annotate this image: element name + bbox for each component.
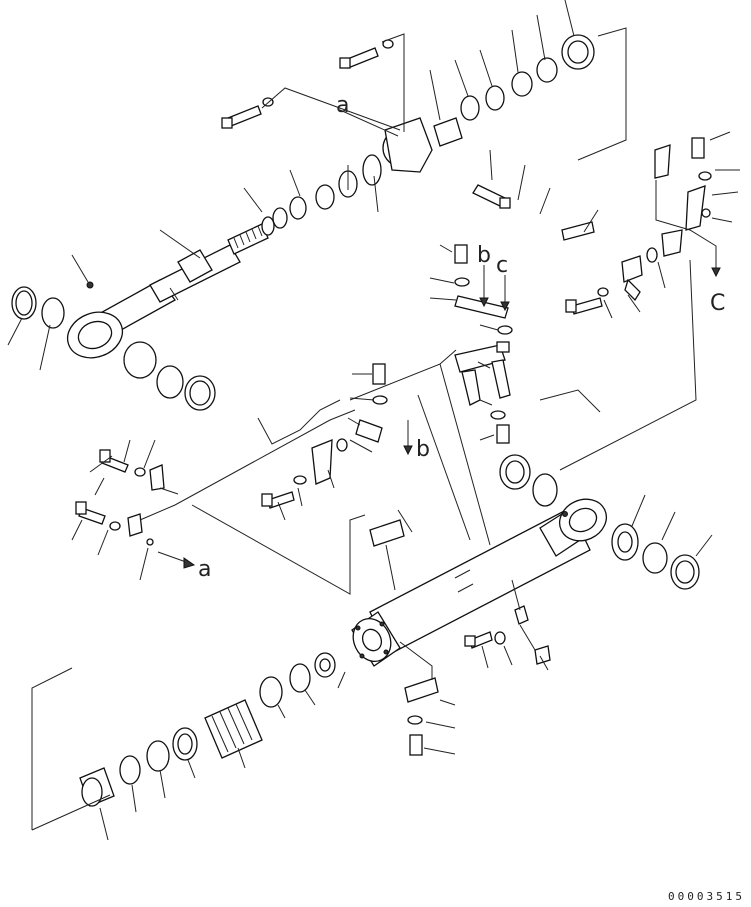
barrel-bushings <box>611 494 713 590</box>
clamp-assembly-left <box>261 363 413 521</box>
ref-label-a-bottom: a <box>198 557 211 582</box>
hose-lines <box>191 349 601 595</box>
ref-label-c-top: c <box>496 253 508 278</box>
fitting-hardware <box>464 579 551 671</box>
bolts-top <box>221 39 595 241</box>
ref-label-b-mid: b <box>416 437 430 462</box>
ref-arrows-bc <box>479 265 510 312</box>
document-number: 00003515 <box>668 890 745 903</box>
head-bushings <box>433 34 595 147</box>
cylinder-head <box>261 117 433 236</box>
rod-thread <box>227 223 269 255</box>
left-hardware <box>71 409 356 581</box>
piston-parts <box>31 652 346 841</box>
right-bracket <box>565 131 740 319</box>
grease-nipple <box>86 281 94 289</box>
clamp-assembly-center <box>429 244 558 507</box>
cylinder-barrel <box>351 498 607 667</box>
piston <box>204 699 263 759</box>
ref-label-a-top: a <box>336 93 349 118</box>
ref-label-c-right: C <box>710 291 725 316</box>
pipe-clamp-lower <box>369 509 456 756</box>
rod-seals <box>11 286 216 411</box>
leader-lines-upper <box>7 0 627 371</box>
ref-label-b-top: b <box>477 243 491 268</box>
hose-line-right <box>559 259 697 471</box>
rod-assembly <box>66 223 269 359</box>
